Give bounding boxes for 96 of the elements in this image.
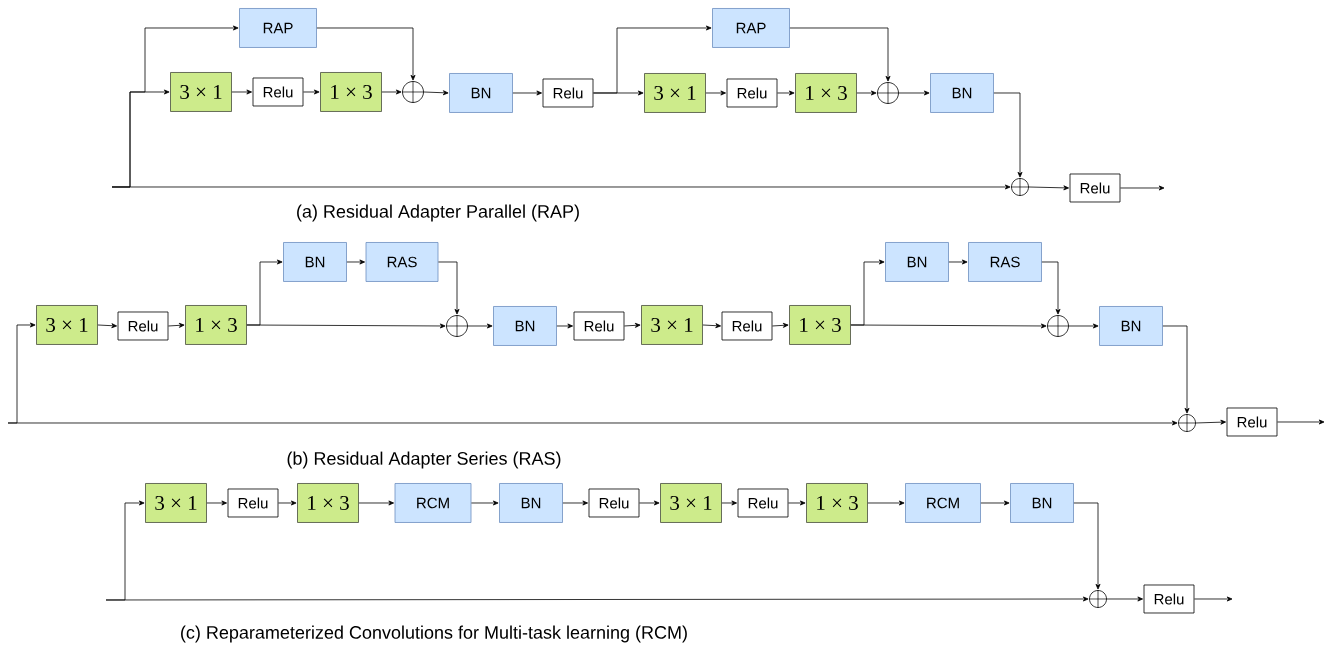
- process-box: RAP: [712, 8, 790, 48]
- convolution-box: 3 × 1: [36, 305, 98, 345]
- arrow: [1106, 596, 1143, 602]
- arrow: [593, 25, 712, 94]
- arrow: [562, 500, 588, 506]
- arrow: [789, 27, 891, 82]
- process-box: RAS: [365, 242, 439, 282]
- caption: (a) Residual Adapter Parallel (RAP): [297, 204, 579, 222]
- arrow: [898, 90, 930, 96]
- process-box: BN: [283, 242, 347, 282]
- activation-box: Relu: [252, 77, 304, 107]
- convolution-box: 3 × 1: [170, 72, 232, 112]
- activation-box: Relu: [542, 78, 594, 108]
- convolution-box: 3 × 1: [145, 483, 207, 523]
- convolution-box: 1 × 3: [185, 305, 247, 345]
- arrow: [346, 259, 365, 265]
- arrow: [777, 90, 795, 96]
- convolution-box: 1 × 3: [320, 72, 382, 112]
- convolution-box: 3 × 1: [641, 305, 703, 345]
- arrow: [7, 420, 1178, 426]
- activation-box: Relu: [573, 311, 625, 341]
- activation-box: Relu: [117, 311, 169, 341]
- process-box: RAS: [968, 242, 1042, 282]
- process-box: RCM: [394, 483, 472, 523]
- arrow: [721, 500, 737, 506]
- arrow: [206, 500, 227, 506]
- arrow: [358, 500, 394, 506]
- arrow: [278, 500, 297, 506]
- arrow: [867, 500, 905, 506]
- arrow: [980, 500, 1010, 506]
- arrow: [1277, 419, 1325, 425]
- process-box: BN: [499, 483, 563, 523]
- arrow: [1041, 261, 1061, 315]
- arrow: [639, 500, 660, 506]
- arrow: [1120, 185, 1165, 191]
- arrow: [856, 90, 877, 96]
- arrow: [438, 261, 460, 315]
- arrow: [246, 323, 446, 329]
- activation-box: Relu: [588, 488, 640, 518]
- arrow: [111, 184, 1011, 190]
- process-box: BN: [930, 73, 994, 113]
- arrow: [512, 90, 542, 96]
- arrow: [1068, 323, 1099, 329]
- convolution-box: 3 × 1: [644, 73, 706, 113]
- convolution-box: 1 × 3: [806, 483, 868, 523]
- arrow: [772, 322, 789, 328]
- arrow: [168, 322, 185, 328]
- arrow: [556, 323, 573, 329]
- sum-circle: [1177, 413, 1197, 433]
- process-box: BN: [1010, 483, 1074, 523]
- process-box: RCM: [905, 483, 981, 523]
- activation-box: Relu: [726, 78, 778, 108]
- activation-box: Relu: [1069, 173, 1121, 203]
- arrow: [381, 89, 402, 95]
- convolution-box: 1 × 3: [789, 305, 851, 345]
- arrow: [1162, 325, 1190, 414]
- arrow: [624, 322, 641, 328]
- arrow: [1195, 419, 1226, 425]
- process-box: BN: [493, 306, 557, 346]
- activation-box: Relu: [737, 488, 789, 518]
- sum-circle: [1046, 314, 1070, 338]
- convolution-box: 3 × 1: [660, 483, 722, 523]
- activation-box: Relu: [721, 311, 773, 341]
- process-box: BN: [1099, 306, 1163, 346]
- arrow: [850, 323, 1047, 329]
- arrow: [105, 596, 1089, 602]
- arrow: [702, 323, 721, 329]
- arrow: [97, 323, 117, 329]
- arrow: [467, 323, 493, 329]
- convolution-box: 1 × 3: [297, 483, 359, 523]
- arrow: [993, 92, 1023, 178]
- sum-circle: [1010, 177, 1030, 197]
- arrow: [1194, 596, 1233, 602]
- sum-circle: [445, 314, 469, 338]
- arrow: [1073, 502, 1101, 590]
- arrow: [423, 90, 449, 96]
- arrow: [316, 27, 416, 81]
- arrow: [231, 89, 252, 95]
- arrow: [705, 90, 726, 96]
- activation-box: Relu: [227, 488, 279, 518]
- arrow: [471, 500, 499, 506]
- caption: (c) Reparameterized Convolutions for Multi-task learning (RCM): [181, 625, 687, 643]
- caption: (b) Residual Adapter Series (RAS): [287, 451, 561, 469]
- arrow: [788, 500, 806, 506]
- arrow: [303, 89, 320, 95]
- process-box: BN: [885, 242, 949, 282]
- sum-circle: [876, 81, 900, 105]
- arrow: [1028, 185, 1069, 191]
- activation-box: Relu: [1143, 584, 1195, 614]
- process-box: BN: [449, 73, 513, 113]
- arrow: [948, 259, 968, 265]
- convolution-box: 1 × 3: [795, 73, 857, 113]
- sum-circle: [401, 80, 425, 104]
- activation-box: Relu: [1226, 407, 1278, 437]
- process-box: RAP: [239, 8, 317, 48]
- sum-circle: [1088, 589, 1108, 609]
